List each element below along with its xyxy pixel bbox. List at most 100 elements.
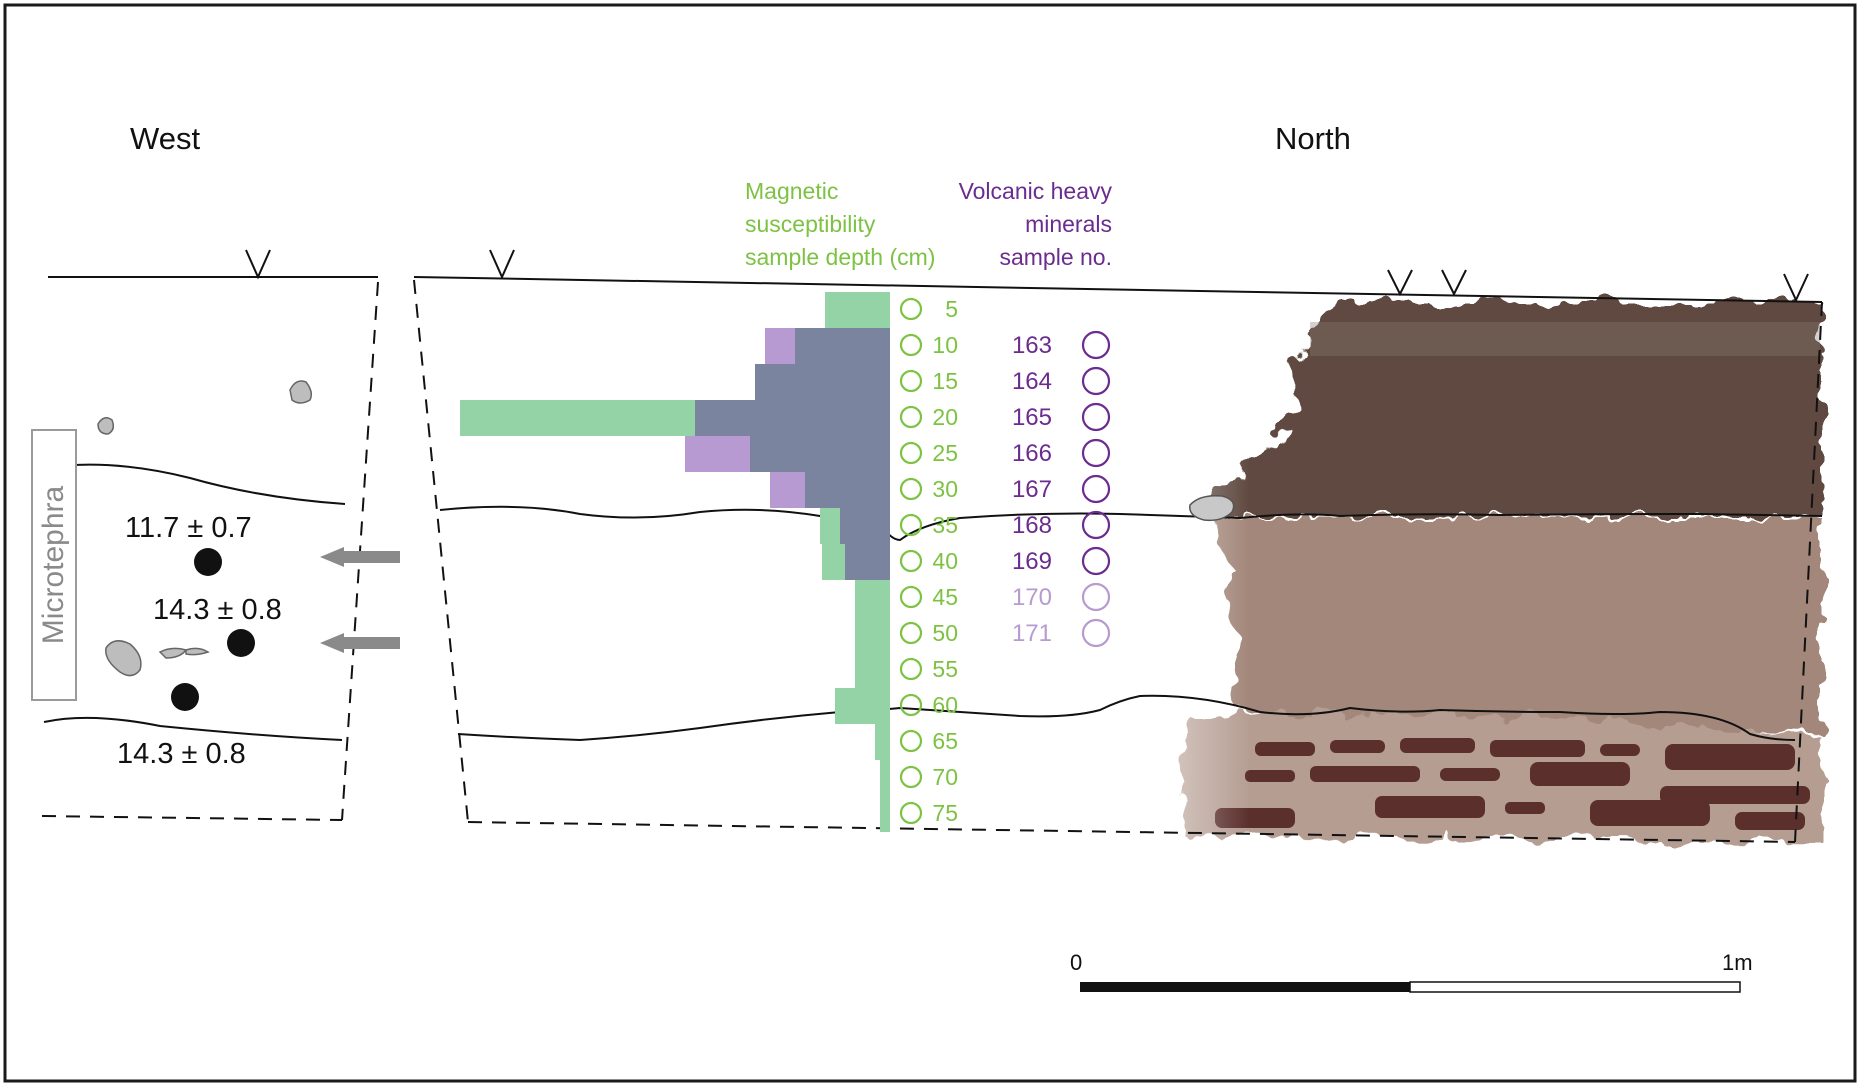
volcanic-legend-line-1: Volcanic heavy xyxy=(959,178,1113,204)
magnetic-legend-line-1: Magnetic xyxy=(745,178,838,204)
figure-frame xyxy=(3,3,1857,1083)
depth-sample-label: 75 xyxy=(932,800,958,826)
depth-sample-label: 20 xyxy=(932,404,958,430)
depth-sample-label: 40 xyxy=(932,548,958,574)
mineral-sample: 163 xyxy=(1012,330,1111,360)
microtephra-label: Microtephra xyxy=(37,485,70,644)
age-label-1: 11.7 ± 0.7 xyxy=(125,512,252,544)
mineral-sample: 164 xyxy=(1012,366,1111,396)
mineral-sample-circle xyxy=(1081,366,1111,396)
depth-sample-label: 70 xyxy=(932,764,958,790)
magnetic-bar xyxy=(875,724,890,760)
scale-bar-white-segment xyxy=(1409,981,1741,993)
north-vegetation-mark-4 xyxy=(1783,273,1809,303)
west-vegetation-mark xyxy=(245,249,271,280)
correlation-arrow-upper xyxy=(320,547,400,567)
mineral-sample: 168 xyxy=(1012,510,1111,540)
scale-bar-start-label: 0 xyxy=(1070,950,1082,975)
depth-sample-circle xyxy=(899,297,923,321)
depth-sample: 50 xyxy=(899,620,958,646)
west-stone-2 xyxy=(97,417,115,435)
mineral-sample-label: 169 xyxy=(1012,548,1052,575)
depth-sample-circle xyxy=(899,513,923,537)
north-vegetation-mark-1 xyxy=(489,249,515,280)
depth-sample: 40 xyxy=(899,548,958,574)
correlation-arrow-lower xyxy=(320,633,400,653)
magnetic-legend-line-2: susceptibility xyxy=(745,211,876,237)
mineral-sample-label: 164 xyxy=(1012,368,1052,395)
depth-sample-label: 35 xyxy=(932,512,958,538)
magnetic-bar xyxy=(825,292,890,328)
mineral-sample: 165 xyxy=(1012,402,1111,432)
correlation-arrows xyxy=(320,547,400,653)
scale-bar-end-label: 1m xyxy=(1722,950,1753,975)
west-base-line xyxy=(41,815,343,821)
west-stone-3 xyxy=(105,640,142,677)
age-label-2: 14.3 ± 0.8 xyxy=(153,594,282,626)
mineral-sample-label: 166 xyxy=(1012,440,1052,467)
magnetic-bar xyxy=(880,796,890,832)
north-surface-line xyxy=(413,276,1823,303)
mineral-sample-label: 163 xyxy=(1012,332,1052,359)
depth-sample: 60 xyxy=(899,692,958,718)
north-profile xyxy=(413,249,1823,850)
depth-sample-label: 50 xyxy=(932,620,958,646)
soil-layer-dark xyxy=(1205,302,1822,516)
microtephra-label-box xyxy=(31,429,77,701)
north-lower-layer-boundary xyxy=(457,694,1796,742)
west-stone-5 xyxy=(185,647,210,656)
depth-sample-circle xyxy=(899,729,923,753)
magnetic-legend: Magnetic susceptibility sample depth (cm… xyxy=(745,178,935,270)
sample-dot-3 xyxy=(171,683,199,711)
depth-sample: 15 xyxy=(899,368,958,394)
depth-sample-circle xyxy=(899,333,923,357)
magnetic-bar xyxy=(855,652,890,688)
sample-dot-1 xyxy=(194,548,222,576)
depth-sample-circle xyxy=(899,765,923,789)
west-stone-4 xyxy=(158,647,188,659)
north-upper-layer-boundary xyxy=(439,505,1823,542)
magnetic-bar xyxy=(855,580,890,616)
depth-sample-label: 45 xyxy=(932,584,958,610)
mineral-sample-label: 165 xyxy=(1012,404,1052,431)
west-stone-1 xyxy=(289,380,313,404)
depth-sample-circle xyxy=(899,549,923,573)
soil-layer-mid xyxy=(1218,518,1822,735)
north-base-line xyxy=(467,821,1796,843)
depth-sample-label: 60 xyxy=(932,692,958,718)
sample-histogram xyxy=(460,292,890,832)
west-lower-layer-boundary xyxy=(43,716,343,741)
mineral-sample-label: 171 xyxy=(1012,620,1052,647)
depth-sample: 25 xyxy=(899,440,958,466)
overlap-bar xyxy=(795,328,890,364)
magnetic-bar xyxy=(880,760,890,796)
magnetic-legend-line-3: sample depth (cm) xyxy=(745,244,935,270)
age-label-3: 14.3 ± 0.8 xyxy=(117,738,246,770)
north-left-boundary xyxy=(413,279,469,823)
mineral-sample-circle xyxy=(1081,438,1111,468)
depth-sample: 20 xyxy=(899,404,958,430)
west-upper-layer-boundary xyxy=(43,463,346,505)
mineral-sample: 166 xyxy=(1012,438,1111,468)
depth-sample: 75 xyxy=(899,800,958,826)
mineral-sample-circle xyxy=(1081,618,1111,648)
mineral-sample-circle xyxy=(1081,546,1111,576)
depth-sample-label: 15 xyxy=(932,368,958,394)
magnetic-bar xyxy=(855,616,890,652)
mineral-sample-label: 170 xyxy=(1012,584,1052,611)
overlap-bar xyxy=(805,472,890,508)
depth-sample: 70 xyxy=(899,764,958,790)
depth-sample: 35 xyxy=(899,512,958,538)
depth-sample-circle xyxy=(899,693,923,717)
mineral-sample: 167 xyxy=(1012,474,1111,504)
depth-sample-label: 5 xyxy=(945,296,958,322)
volcanic-legend-line-2: minerals xyxy=(1025,211,1112,237)
volcanic-legend: Volcanic heavy minerals sample no. xyxy=(959,178,1113,270)
volcanic-legend-line-3: sample no. xyxy=(999,244,1112,270)
depth-sample: 55 xyxy=(899,656,958,682)
north-right-boundary xyxy=(1794,301,1823,843)
mineral-sample-column: 163 164 165 166 167 168 169 170 171 xyxy=(1012,330,1111,648)
depth-sample-circle xyxy=(899,477,923,501)
